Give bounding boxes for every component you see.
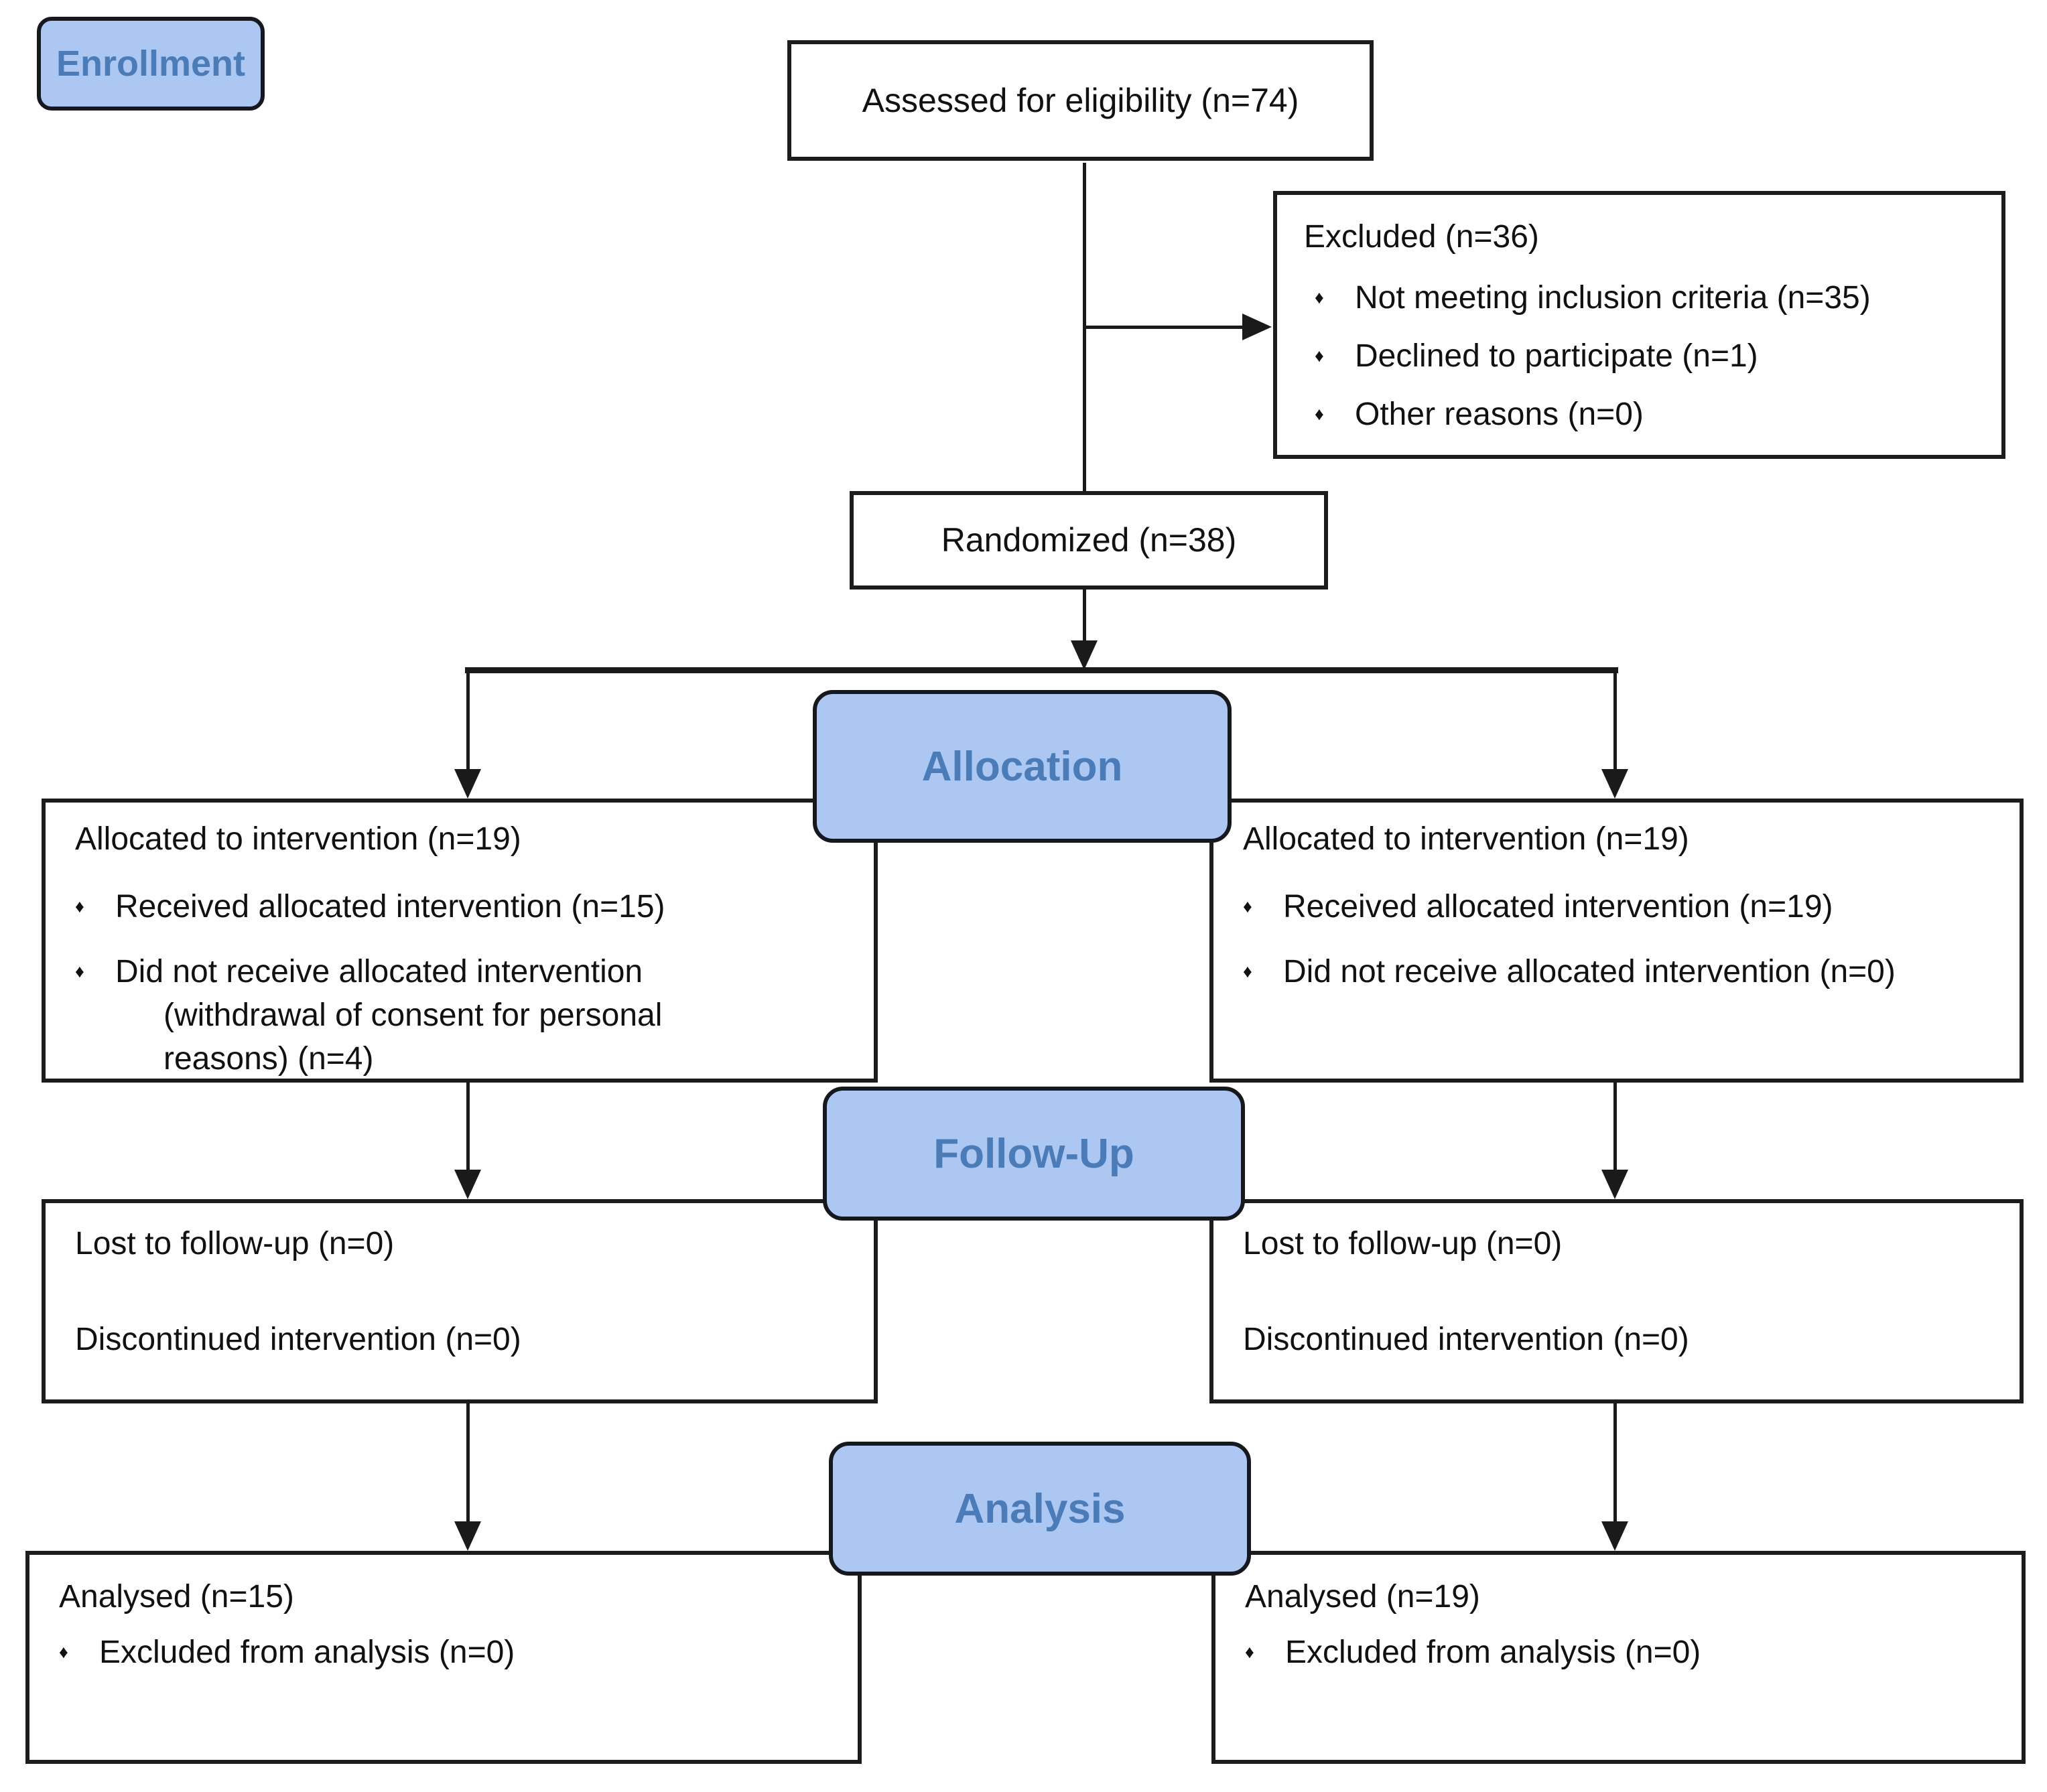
analysis-right-bullet-item: ♦ Excluded from analysis (n=0) [1245, 1631, 2008, 1674]
arrowhead-right-excluded-icon [1242, 314, 1272, 340]
excluded-bullet-item: ♦ Other reasons (n=0) [1304, 393, 1981, 436]
arrowhead-down-followup-left-icon [454, 1170, 481, 1199]
diamond-bullet-icon: ♦ [1315, 346, 1324, 366]
randomized-text: Randomized (n=38) [941, 521, 1237, 559]
stage-label-enrollment: Enrollment [37, 17, 265, 111]
allocation-right-bullet-item: ♦ Received allocated intervention (n=19) [1243, 885, 2006, 928]
analysis-left-box: Analysed (n=15) ♦ Excluded from analysis… [25, 1551, 862, 1764]
allocation-right-bullet-text: Did not receive allocated intervention (… [1283, 954, 1896, 989]
diamond-bullet-icon: ♦ [75, 961, 84, 981]
followup-left-line2: Discontinued intervention (n=0) [75, 1322, 521, 1357]
allocation-left-title: Allocated to intervention (n=19) [75, 821, 521, 857]
excluded-box: Excluded (n=36) ♦ Not meeting inclusion … [1273, 191, 2005, 459]
allocation-left-bullet-text: Did not receive allocated intervention (… [115, 950, 860, 1081]
arrowhead-down-analysis-right-icon [1601, 1521, 1628, 1551]
allocation-left-bullet-text: Received allocated intervention (n=15) [115, 889, 665, 924]
analysis-right-title: Analysed (n=19) [1245, 1579, 1480, 1614]
connector-followup-to-analysis-left [466, 1403, 470, 1523]
followup-left-box: Lost to follow-up (n=0) Discontinued int… [42, 1199, 878, 1403]
excluded-bullet-item: ♦ Declined to participate (n=1) [1304, 334, 1981, 378]
excluded-bullet-text: Declined to participate (n=1) [1355, 338, 1758, 374]
connector-allocation-to-followup-left [466, 1083, 470, 1172]
arrowhead-down-analysis-left-icon [454, 1521, 481, 1551]
analysis-right-box: Analysed (n=19) ♦ Excluded from analysis… [1211, 1551, 2026, 1764]
connector-to-excluded [1083, 326, 1242, 329]
analysis-left-bullet-text: Excluded from analysis (n=0) [99, 1635, 515, 1670]
analysis-right-bullet-text: Excluded from analysis (n=0) [1285, 1635, 1701, 1670]
diamond-bullet-icon: ♦ [1243, 896, 1252, 916]
arrowhead-down-allocation-left-icon [454, 769, 481, 799]
diamond-bullet-icon: ♦ [75, 896, 84, 916]
followup-left-line1: Lost to follow-up (n=0) [75, 1226, 395, 1261]
excluded-bullet-item: ♦ Not meeting inclusion criteria (n=35) [1304, 276, 1981, 320]
arrowhead-down-branch-icon [1071, 640, 1098, 670]
arrowhead-down-allocation-right-icon [1601, 769, 1628, 799]
randomized-box: Randomized (n=38) [850, 491, 1328, 590]
assessed-eligibility-text: Assessed for eligibility (n=74) [862, 81, 1299, 119]
arrowhead-down-followup-right-icon [1601, 1170, 1628, 1199]
allocation-left-bullet-item: ♦ Did not receive allocated intervention… [75, 950, 860, 1081]
bullet-line: Did not receive allocated intervention [115, 954, 643, 989]
diamond-bullet-icon: ♦ [1315, 287, 1324, 307]
excluded-bullet-text: Other reasons (n=0) [1355, 397, 1644, 432]
allocation-right-title: Allocated to intervention (n=19) [1243, 821, 1689, 857]
followup-right-line1: Lost to follow-up (n=0) [1243, 1226, 1563, 1261]
connector-branch-to-allocation-left [466, 672, 470, 770]
spacer [1243, 1265, 2006, 1318]
stage-label-allocation: Allocation [813, 690, 1232, 843]
connector-randomized-to-branch [1083, 588, 1086, 642]
stage-label-analysis: Analysis [829, 1442, 1251, 1576]
spacer [75, 1265, 860, 1318]
analysis-left-bullet-item: ♦ Excluded from analysis (n=0) [59, 1631, 844, 1674]
excluded-title: Excluded (n=36) [1304, 219, 1539, 255]
followup-right-box: Lost to follow-up (n=0) Discontinued int… [1209, 1199, 2024, 1403]
diamond-bullet-icon: ♦ [1245, 1642, 1254, 1662]
excluded-bullet-text: Not meeting inclusion criteria (n=35) [1355, 280, 1871, 316]
analysis-left-title: Analysed (n=15) [59, 1579, 294, 1614]
assessed-eligibility-box: Assessed for eligibility (n=74) [787, 40, 1374, 161]
bullet-line: (withdrawal of consent for personal [163, 997, 663, 1033]
diamond-bullet-icon: ♦ [59, 1642, 68, 1662]
allocation-left-bullet-item: ♦ Received allocated intervention (n=15) [75, 885, 860, 928]
connector-allocation-to-followup-right [1613, 1083, 1617, 1172]
diamond-bullet-icon: ♦ [1315, 404, 1324, 424]
connector-followup-to-analysis-right [1613, 1403, 1617, 1523]
bullet-line: reasons) (n=4) [163, 1041, 374, 1077]
allocation-right-box: Allocated to intervention (n=19) ♦ Recei… [1209, 799, 2024, 1083]
followup-right-line2: Discontinued intervention (n=0) [1243, 1322, 1689, 1357]
connector-branch-to-allocation-right [1613, 672, 1617, 770]
diamond-bullet-icon: ♦ [1243, 961, 1252, 981]
branch-line [465, 667, 1618, 673]
allocation-left-box: Allocated to intervention (n=19) ♦ Recei… [42, 799, 878, 1083]
stage-label-followup: Follow-Up [823, 1087, 1245, 1221]
allocation-right-bullet-item: ♦ Did not receive allocated intervention… [1243, 950, 2006, 993]
allocation-right-bullet-text: Received allocated intervention (n=19) [1283, 889, 1833, 924]
